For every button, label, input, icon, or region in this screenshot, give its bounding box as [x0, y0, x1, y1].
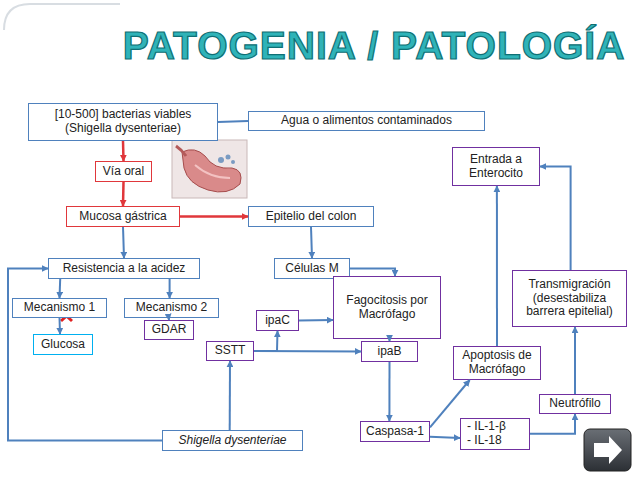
connector-arrow: [180, 215, 248, 218]
box-text: Fagocitosis por Macrófago: [338, 294, 436, 322]
stomach-shape: [182, 150, 241, 192]
box-text: Caspasa-1: [366, 425, 424, 439]
bacteria-dot: [231, 160, 235, 164]
connector-arrow: [530, 414, 575, 434]
box-text: Transmigración (desestabiliza barrera ep…: [517, 278, 622, 319]
bacteria-dot: [218, 157, 224, 163]
connector-arrow: [168, 318, 170, 320]
esophagus-shape: [176, 146, 186, 156]
process-box: Fagocitosis por Macrófago: [333, 276, 441, 339]
box-text: [10-500] bacterias viables (Shigella dys…: [33, 108, 213, 136]
box-text: Mecanismo 2: [136, 301, 207, 315]
box-text: - IL-1-β: [467, 420, 506, 434]
connector-arrow: [496, 186, 498, 346]
box-text: ipaB: [377, 345, 401, 359]
process-box: GDAR: [144, 320, 194, 340]
process-box: Mecanismo 1: [12, 298, 107, 318]
process-box: - IL-1-β- IL-18: [460, 418, 530, 450]
connector-arrow: [430, 437, 460, 438]
illustration-frame: [172, 140, 247, 198]
connector-arrow: [59, 279, 62, 298]
box-text: Epitelio del colon: [266, 210, 357, 224]
connector-arrow: [8, 269, 162, 441]
process-box: Entrada a Enterocito: [452, 147, 540, 186]
connector-arrow: [229, 361, 231, 430]
connector-arrow: [574, 327, 576, 394]
process-box: ipaC: [256, 310, 299, 331]
process-box: [10-500] bacterias viables (Shigella dys…: [28, 103, 218, 141]
frame-corner: [4, 4, 120, 30]
connector-arrow: [350, 269, 395, 277]
process-box: Transmigración (desestabiliza barrera ep…: [512, 270, 627, 327]
box-text: Neutrófilo: [549, 397, 600, 411]
process-box: Resistencia a la acidez: [48, 258, 200, 279]
connector-arrow: [123, 227, 124, 258]
box-text: GDAR: [152, 323, 187, 337]
next-button: [584, 429, 631, 471]
mucosa-fold: [195, 165, 230, 178]
box-text: Mucosa gástrica: [79, 210, 166, 224]
process-box: Mucosa gástrica: [66, 206, 180, 227]
process-box: Neutrófilo: [539, 394, 611, 414]
bacteria-dot: [226, 155, 231, 160]
connector-arrow: [169, 279, 171, 298]
box-text: Entrada a Enterocito: [457, 153, 535, 181]
process-box: Agua o alimentos contaminados: [248, 111, 485, 131]
box-text: SSTT: [215, 344, 246, 358]
connector-arrow: [254, 331, 278, 351]
box-text: ipaC: [265, 314, 290, 328]
connector-arrow: [388, 362, 390, 421]
box-text: Células M: [285, 262, 338, 276]
connector-arrow: [299, 319, 333, 321]
connector-arrow: [122, 141, 125, 161]
process-box: Epitelio del colon: [248, 206, 374, 227]
box-text: Glucosa: [41, 338, 85, 352]
slide-title: PATOGENIA / PATOLOGÍA: [110, 18, 638, 74]
connector-arrow: [389, 339, 391, 341]
box-text: - IL-18: [467, 434, 502, 448]
process-box: Glucosa: [33, 334, 93, 355]
button-body: [584, 429, 631, 471]
process-box: Shigella dysenteriae: [162, 430, 303, 451]
box-text: Apoptosis de Macrófago: [458, 349, 536, 377]
box-text: Shigella dysenteriae: [178, 434, 286, 448]
connector-arrow: [540, 167, 571, 271]
process-box: Mecanismo 2: [124, 298, 219, 318]
connector-arrow: [430, 380, 470, 427]
process-box: Caspasa-1: [360, 421, 430, 442]
box-text: Resistencia a la acidez: [63, 262, 186, 276]
connector-arrow: [59, 318, 62, 334]
connector-arrow: [311, 227, 312, 258]
box-text: Agua o alimentos contaminados: [281, 114, 452, 128]
connector-arrow: [122, 182, 125, 206]
box-text: Mecanismo 1: [24, 301, 95, 315]
connector-arrow: [254, 350, 361, 353]
process-box: SSTT: [206, 341, 254, 361]
process-box: Apoptosis de Macrófago: [453, 346, 541, 380]
connector-arrow: [218, 121, 248, 122]
box-text: Vía oral: [103, 165, 144, 179]
process-box: Vía oral: [95, 161, 152, 182]
button-arrow: [594, 436, 622, 464]
process-box: ipaB: [361, 341, 418, 362]
stomach-illustration: [172, 140, 247, 198]
